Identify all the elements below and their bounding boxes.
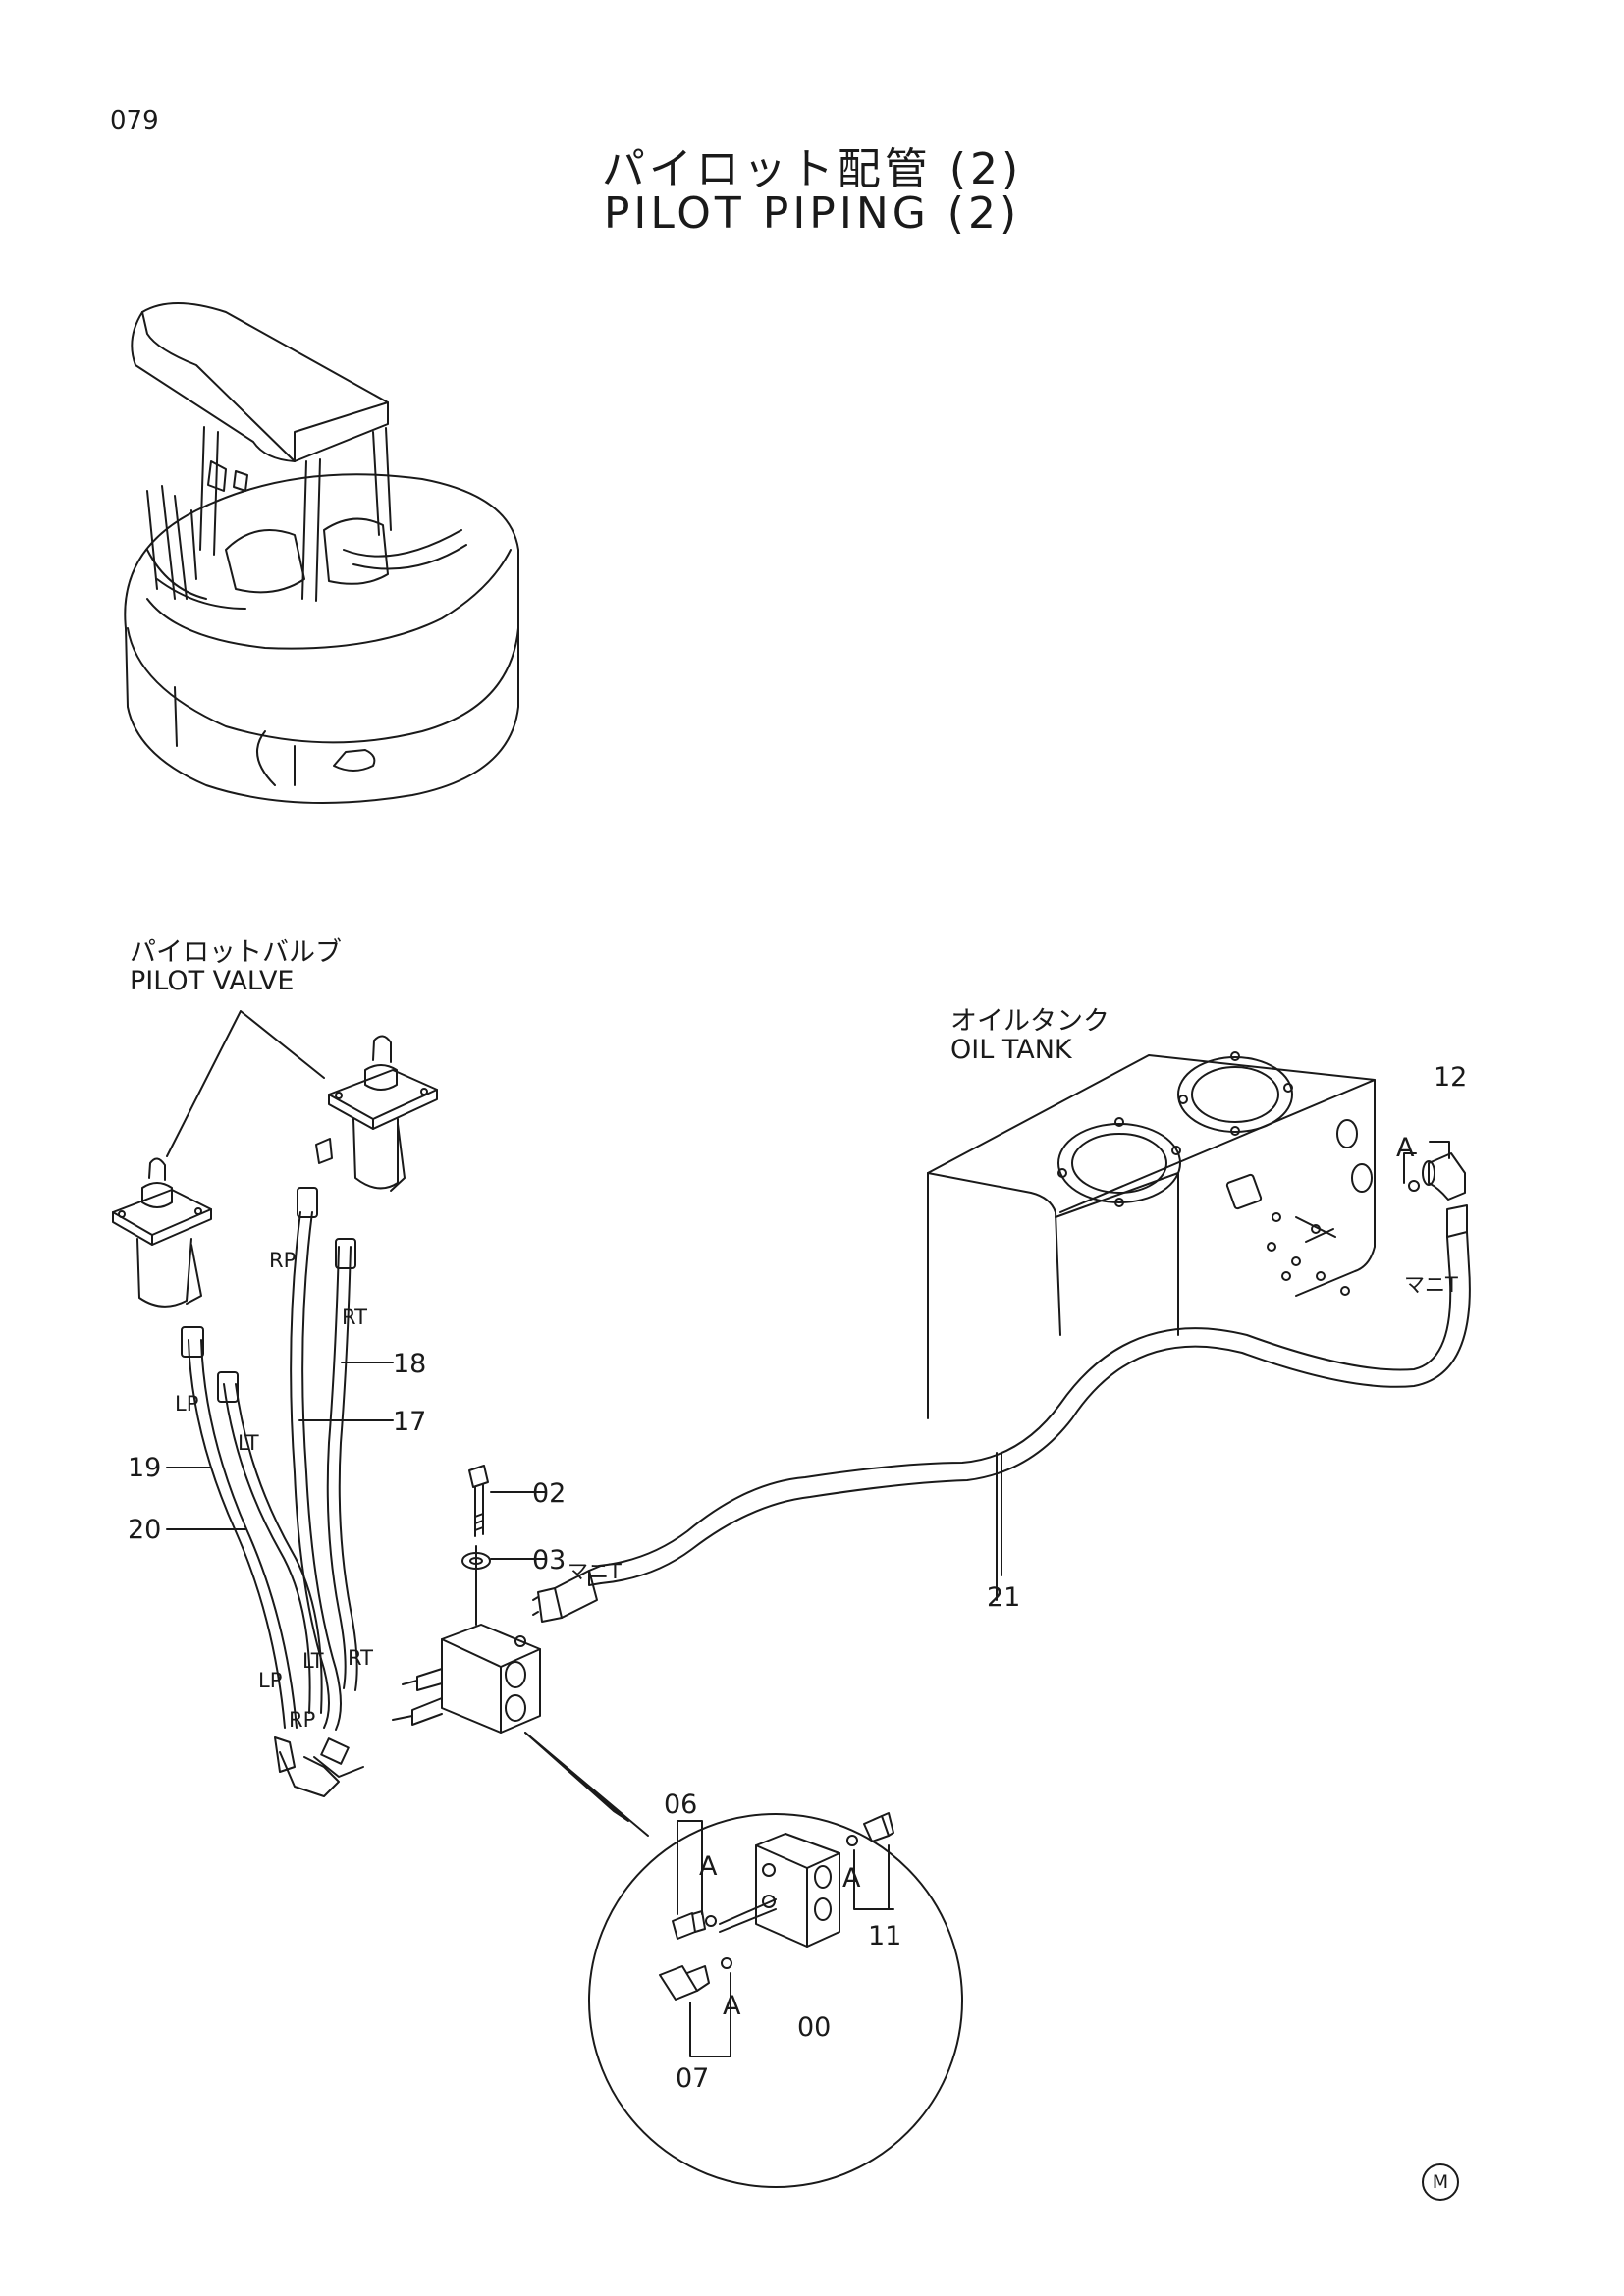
pilot-hose-19-20 <box>182 1327 363 1796</box>
pilot-hose-17-18 <box>291 1188 357 1730</box>
oil-tank-illustration <box>928 1052 1375 1418</box>
callout-12: 12 <box>1434 1062 1468 1093</box>
pilot-valve-label-japanese: パイロットバルブ <box>130 937 342 968</box>
detail-fitting-11 <box>847 1813 893 1909</box>
callout-06: 06 <box>664 1789 698 1820</box>
detail-fitting-07 <box>660 1958 731 2056</box>
detail-a-label-tank: A <box>1396 1133 1415 1163</box>
callout-00: 00 <box>797 2012 832 2043</box>
left-pilot-valve <box>113 1158 211 1306</box>
detail-manifold-block <box>720 1834 839 1947</box>
port-label-rt-bottom: RT <box>348 1646 373 1670</box>
callout-leaders <box>167 1362 1001 1575</box>
port-label-rp-bottom: RP <box>289 1708 316 1732</box>
machine-overview-illustration <box>125 303 518 803</box>
detail-circle <box>589 1814 962 2187</box>
bolt-02 <box>469 1466 488 1625</box>
oil-tank-label-english: OIL TANK <box>950 1035 1072 1065</box>
corner-mark: M <box>1422 2163 1459 2201</box>
tank-elbow-fitting <box>1409 1153 1469 1266</box>
washer-03 <box>462 1553 490 1569</box>
port-label-lt-bottom: LT <box>302 1649 324 1673</box>
callout-02: 02 <box>532 1478 567 1509</box>
callout-17: 17 <box>393 1407 427 1437</box>
mani-t-label-tank: マニT <box>1404 1273 1458 1297</box>
detail-arrowhead <box>525 1733 628 1821</box>
callout-leaders-tank <box>1404 1142 1449 1183</box>
detail-a-label-11: A <box>842 1863 861 1894</box>
callout-11: 11 <box>868 1921 902 1951</box>
detail-fitting-06 <box>673 1821 716 1939</box>
detail-a-label-07: A <box>723 1991 741 2021</box>
right-pilot-valve <box>316 1036 437 1191</box>
pilot-valve-leaders <box>167 1011 324 1156</box>
callout-07: 07 <box>676 2063 710 2094</box>
oil-tank-label-japanese: オイルタンク <box>950 1006 1110 1037</box>
page-title-japanese: パイロット配管 (2) <box>601 144 1023 194</box>
manifold-block <box>393 1625 540 1733</box>
detail-a-label-06: A <box>699 1851 718 1882</box>
callout-20: 20 <box>128 1515 162 1545</box>
port-label-lp-bottom: LP <box>258 1669 283 1692</box>
page-title-english: PILOT PIPING (2) <box>603 188 1021 239</box>
callout-18: 18 <box>393 1349 427 1379</box>
return-hose-21 <box>533 1266 1470 1622</box>
callout-19: 19 <box>128 1453 162 1483</box>
pilot-valve-label-english: PILOT VALVE <box>130 966 295 996</box>
port-label-lp-top: LP <box>175 1392 199 1415</box>
port-label-lt-top: LT <box>238 1431 259 1455</box>
callout-21: 21 <box>987 1582 1021 1613</box>
page-number: 079 <box>110 106 159 135</box>
port-label-rt-top: RT <box>342 1306 367 1329</box>
callout-03: 03 <box>532 1545 567 1575</box>
mani-t-label-block: マニT <box>568 1560 622 1583</box>
port-label-rp-top: RP <box>269 1249 297 1272</box>
